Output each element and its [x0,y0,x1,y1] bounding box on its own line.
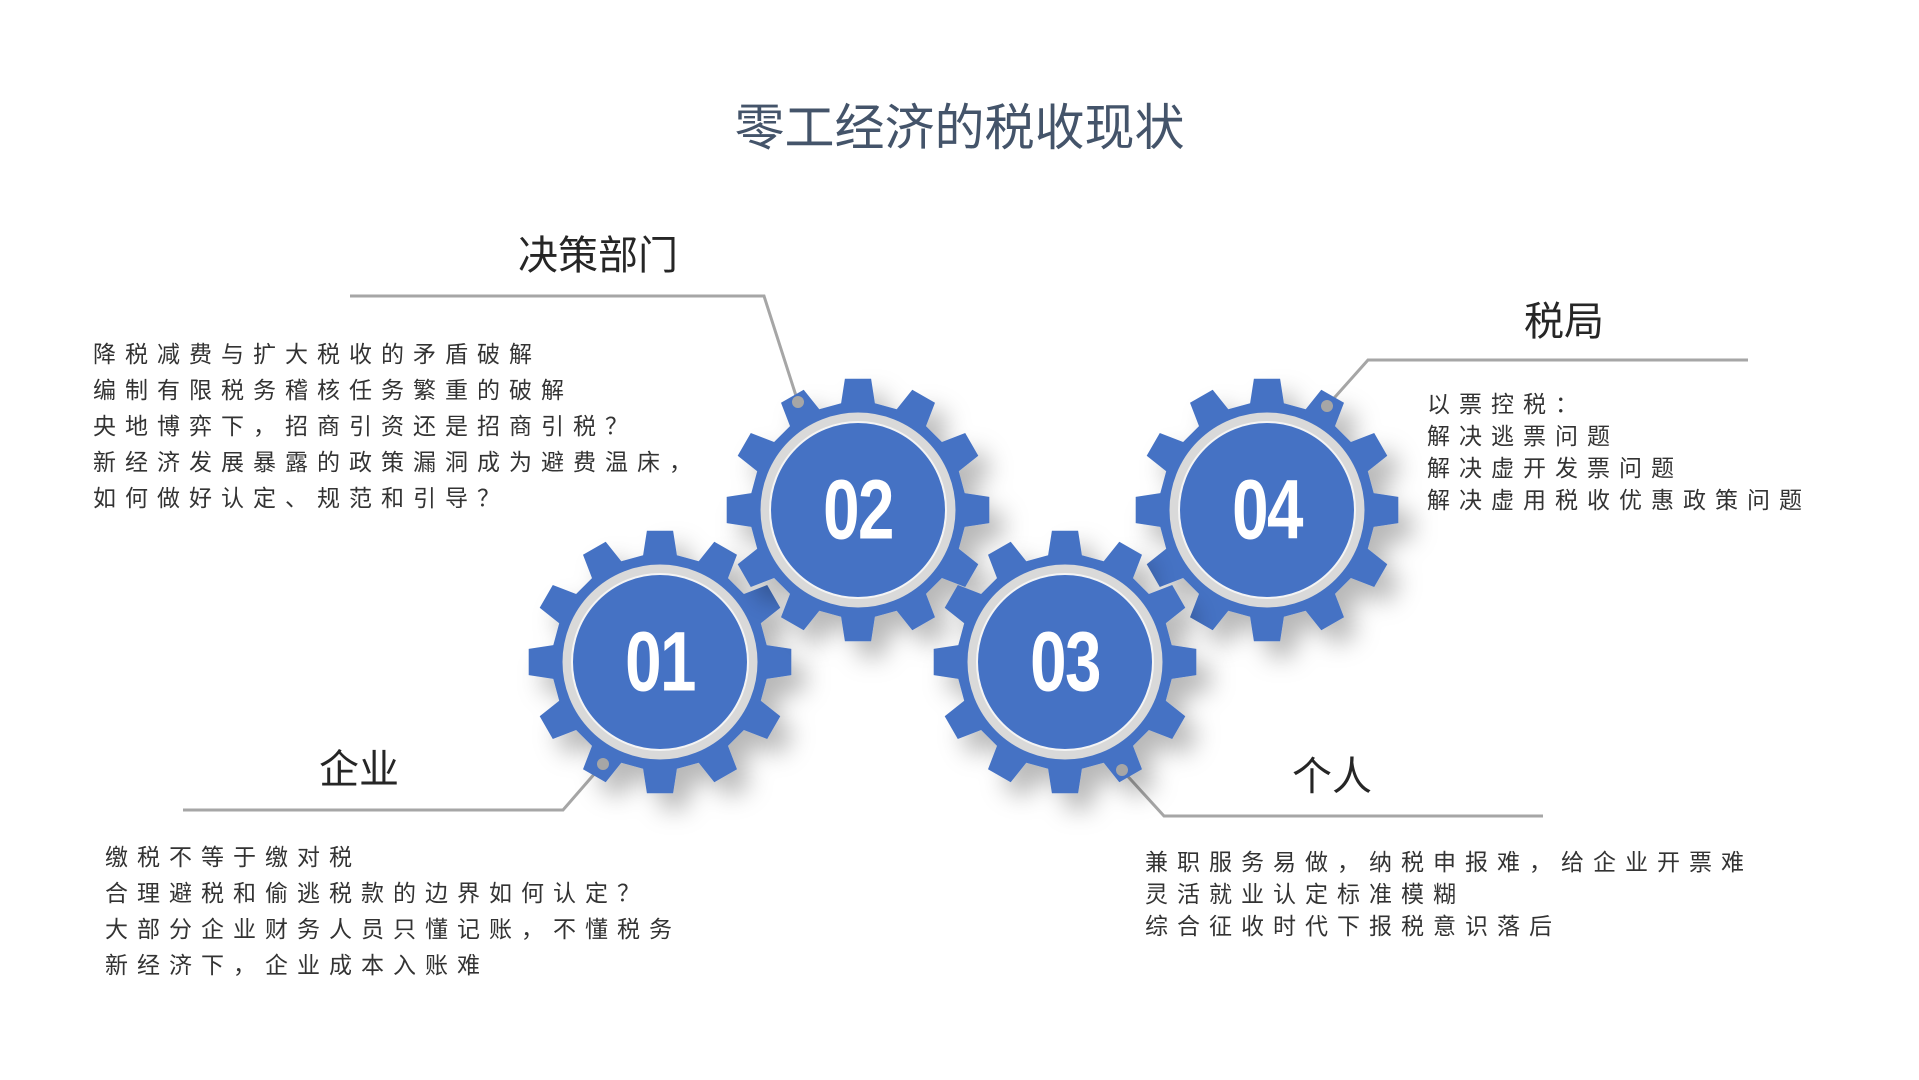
connector-dot [1321,400,1333,412]
gear-01 [528,530,792,794]
gear-center [1178,421,1356,599]
label-individual: 个人 [1292,754,1372,800]
connector-dot [597,758,609,770]
text-line: 解决虚用税收优惠政策问题 [1427,488,1811,514]
text-line: 缴税不等于缴对税 [105,845,361,871]
text-line: 合理避税和偷逃税款的边界如何认定？ [105,881,649,907]
gear-number: 03 [1030,614,1101,709]
connector-line-02 [350,294,800,403]
gear-ring [967,564,1163,760]
gear-ring [760,412,956,608]
gear-03 [933,530,1197,794]
tax-bureau-text: 以票控税： 解决逃票问题 解决虚开发票问题 解决虚用税收优惠政策问题 [1427,389,1811,517]
gear-number: 01 [625,614,696,709]
connector-line-03 [1120,768,1543,818]
text-line: 大部分企业财务人员只懂记账，不懂税务 [105,917,681,943]
enterprise-text: 缴税不等于缴对税 合理避税和偷逃税款的边界如何认定？ 大部分企业财务人员只懂记账… [105,840,681,984]
gear-04 [1135,378,1399,642]
connector-dot [792,396,804,408]
text-line: 新经济下，企业成本入账难 [105,953,489,979]
connector-line-01 [183,763,605,812]
individual-text: 兼职服务易做，纳税申报难，给企业开票难 灵活就业认定标准模糊 综合征收时代下报税… [1145,847,1753,943]
gear-ring [562,564,758,760]
gear-center [769,421,947,599]
text-line: 解决逃票问题 [1427,424,1619,450]
text-line: 如何做好认定、规范和引导？ [93,486,509,512]
gear-number: 02 [823,462,894,557]
text-line: 解决虚开发票问题 [1427,456,1683,482]
text-line: 兼职服务易做，纳税申报难，给企业开票难 [1145,850,1753,876]
text-line: 综合征收时代下报税意识落后 [1145,914,1561,940]
decision-dept-text: 降税减费与扩大税收的矛盾破解 编制有限税务稽核任务繁重的破解 央地博弈下，招商引… [93,337,701,517]
label-tax-bureau: 税局 [1524,299,1604,345]
gear-02 [726,378,990,642]
text-line: 降税减费与扩大税收的矛盾破解 [93,342,541,368]
gear-center [571,573,749,751]
label-decision-dept: 决策部门 [518,233,678,279]
connector-line-04 [1325,358,1748,407]
text-line: 新经济发展暴露的政策漏洞成为避费温床， [93,450,701,476]
gear-number: 04 [1232,462,1303,557]
gear-ring [1169,412,1365,608]
label-enterprise: 企业 [319,747,399,793]
page-title: 零工经济的税收现状 [734,99,1185,157]
text-line: 央地博弈下，招商引资还是招商引税？ [93,414,637,440]
gear-center [976,573,1154,751]
text-line: 编制有限税务稽核任务繁重的破解 [93,378,573,404]
text-line: 以票控税： [1427,392,1587,418]
text-line: 灵活就业认定标准模糊 [1145,882,1465,908]
connector-dot [1116,764,1128,776]
